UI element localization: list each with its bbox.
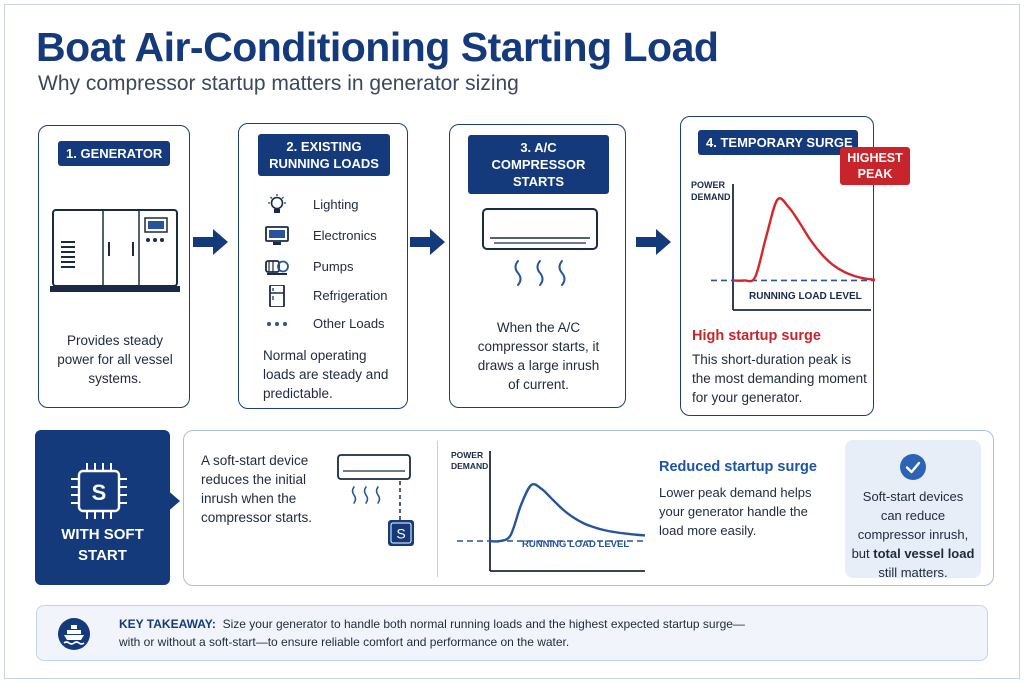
- soft-start-description: A soft-start device reduces the initial …: [201, 453, 313, 525]
- reduced-surge-heading: Reduced startup surge: [659, 459, 817, 475]
- key-takeaway-box: KEY TAKEAWAY: Size your generator to han…: [36, 605, 988, 661]
- note-text-suffix: still matters.: [878, 565, 948, 580]
- surge-chart: POWER DEMAND: [691, 180, 875, 311]
- note-text-prefix: Soft-start devices can reduce compressor…: [851, 489, 969, 561]
- page-subtitle: Why compressor startup matters in genera…: [38, 72, 519, 95]
- reduced-surge-detail: Lower peak demand helps your generator h…: [659, 485, 812, 538]
- compressor-description: When the A/C compressor starts, it draws…: [477, 320, 600, 392]
- surge-heading: High startup surge: [692, 328, 821, 344]
- soft-start-chart: POWER DEMAND: [451, 450, 646, 572]
- lightbulb-icon: [268, 194, 286, 213]
- chart-ylabel-line2: DEMAND: [691, 192, 731, 202]
- load-item-electronics: Electronics: [263, 225, 423, 247]
- note-text: Soft-start devices can reduce compressor…: [851, 487, 975, 582]
- arrow-right-icon: [636, 229, 671, 255]
- note-text-bold: total vessel load: [873, 546, 975, 561]
- load-label-refrigeration: Refrigeration: [313, 288, 388, 303]
- arrow-right-icon: [145, 488, 180, 514]
- monitor-icon: [265, 226, 289, 245]
- surge-description: This short-duration peak is the most dem…: [692, 352, 867, 405]
- boat-icon: [58, 618, 90, 650]
- load-item-other: Other Loads: [263, 313, 423, 335]
- step-card-surge: 4. TEMPORARY SURGE HIGHEST PEAK POWER DE…: [680, 116, 910, 416]
- air-conditioner-icon: [482, 208, 598, 286]
- chip-letter: S: [92, 480, 107, 505]
- more-dots-icon: [267, 322, 287, 326]
- soft-start-device-icon: S: [388, 520, 414, 546]
- pump-icon: [265, 260, 289, 275]
- chip-icon: S: [71, 463, 127, 519]
- air-conditioner-icon: [337, 454, 411, 521]
- surge-curve: [732, 197, 875, 283]
- page-title: Boat Air-Conditioning Starting Load: [36, 24, 719, 70]
- chart-ylabel-line1: POWER: [691, 180, 726, 190]
- load-label-other: Other Loads: [313, 316, 385, 331]
- panel-divider: [437, 441, 438, 577]
- load-label-lighting: Lighting: [313, 197, 359, 212]
- step-label-running-loads: 2. EXISTING RUNNING LOADS: [258, 134, 390, 176]
- step-card-compressor: 3. A/C COMPRESSOR STARTS When the A/C co…: [449, 124, 626, 408]
- running-loads-description: Normal operating loads are steady and pr…: [263, 348, 389, 401]
- load-label-pumps: Pumps: [313, 259, 354, 274]
- chart-ylabel-line1: POWER: [451, 450, 483, 460]
- takeaway-text: KEY TAKEAWAY: Size your generator to han…: [119, 615, 979, 651]
- takeaway-line2: with or without a soft-start—to ensure r…: [119, 635, 570, 649]
- refrigerator-icon: [269, 285, 285, 307]
- step-label-compressor: 3. A/C COMPRESSOR STARTS: [468, 135, 609, 194]
- running-load-level-label: RUNNING LOAD LEVEL: [522, 539, 630, 550]
- load-item-pumps: Pumps: [263, 256, 423, 278]
- arrow-right-icon: [410, 229, 445, 255]
- soft-start-label-box: S WITH SOFT START: [35, 430, 170, 585]
- load-label-electronics: Electronics: [313, 228, 377, 243]
- load-item-lighting: Lighting: [263, 194, 423, 216]
- step-card-running-loads: 2. EXISTING RUNNING LOADS Lighting Elect…: [238, 123, 408, 409]
- running-load-level-label: RUNNING LOAD LEVEL: [749, 291, 862, 302]
- takeaway-line1: Size your generator to handle both norma…: [222, 617, 745, 631]
- soft-start-curve: [489, 482, 646, 543]
- takeaway-label: KEY TAKEAWAY:: [119, 617, 216, 631]
- step-card-generator: 1. GENERATOR Provides steady power for a…: [38, 125, 190, 408]
- generator-icon: [50, 209, 180, 292]
- chart-ylabel-line2: DEMAND: [451, 461, 488, 471]
- soft-start-note: Soft-start devices can reduce compressor…: [845, 440, 981, 580]
- step-label-surge: 4. TEMPORARY SURGE: [698, 130, 858, 155]
- load-item-refrigeration: Refrigeration: [263, 285, 423, 307]
- generator-description: Provides steady power for all vessel sys…: [57, 333, 173, 386]
- device-letter: S: [396, 526, 405, 542]
- checkmark-icon: [900, 454, 926, 480]
- highest-peak-badge: HIGHEST PEAK: [840, 147, 910, 185]
- step-label-generator: 1. GENERATOR: [58, 141, 170, 166]
- arrow-right-icon: [193, 229, 228, 255]
- soft-start-label: WITH SOFT START: [61, 526, 144, 564]
